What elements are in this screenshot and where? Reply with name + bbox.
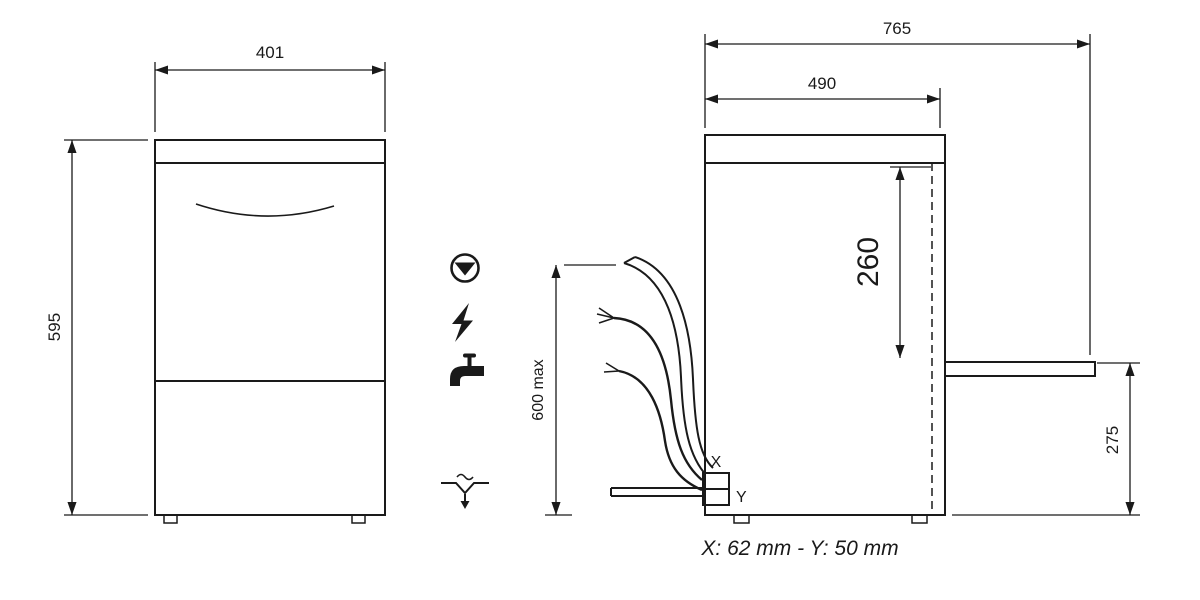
utility-icons <box>441 253 489 509</box>
front-body-outline <box>154 139 386 516</box>
port-x-fitting <box>702 472 730 490</box>
front-view-dimensions <box>64 62 386 516</box>
supply-hose-outer <box>623 262 708 477</box>
water-inlet-cable <box>618 369 703 492</box>
front-foot-left <box>163 514 178 524</box>
water-tap-icon <box>450 353 484 386</box>
drain-outlet-icon <box>441 473 489 509</box>
inner-height-label: 260 <box>852 237 885 287</box>
side-foot-right <box>911 514 928 524</box>
overall-depth-label: 765 <box>883 19 911 38</box>
drain-pump-icon <box>450 253 480 283</box>
side-view <box>704 134 1096 524</box>
body-depth-label: 490 <box>808 74 836 93</box>
supply-hose-inner <box>634 256 714 469</box>
supply-cables-and-hoses <box>596 256 714 497</box>
front-view <box>154 139 386 524</box>
side-foot-left <box>733 514 750 524</box>
port-x-label: X <box>711 454 722 471</box>
side-view-dimensions <box>704 34 1140 516</box>
front-width-label: 401 <box>256 43 284 62</box>
power-cable <box>613 316 703 481</box>
counter-height-label: 275 <box>1103 426 1122 454</box>
front-height-label: 595 <box>45 313 64 341</box>
hose-max-length-label: 600 max <box>530 359 547 420</box>
front-door-handle-curve <box>195 203 335 217</box>
electrical-connection-icon <box>452 303 473 342</box>
connection-ports: X Y <box>702 454 747 506</box>
side-counter-surface <box>944 361 1096 377</box>
front-foot-right <box>351 514 366 524</box>
port-y-label: Y <box>736 489 747 506</box>
port-y-fitting <box>702 488 730 506</box>
side-body-outline <box>704 134 946 516</box>
hose-length-dimension <box>545 264 616 516</box>
installation-note: X: 62 mm - Y: 50 mm <box>700 537 898 560</box>
